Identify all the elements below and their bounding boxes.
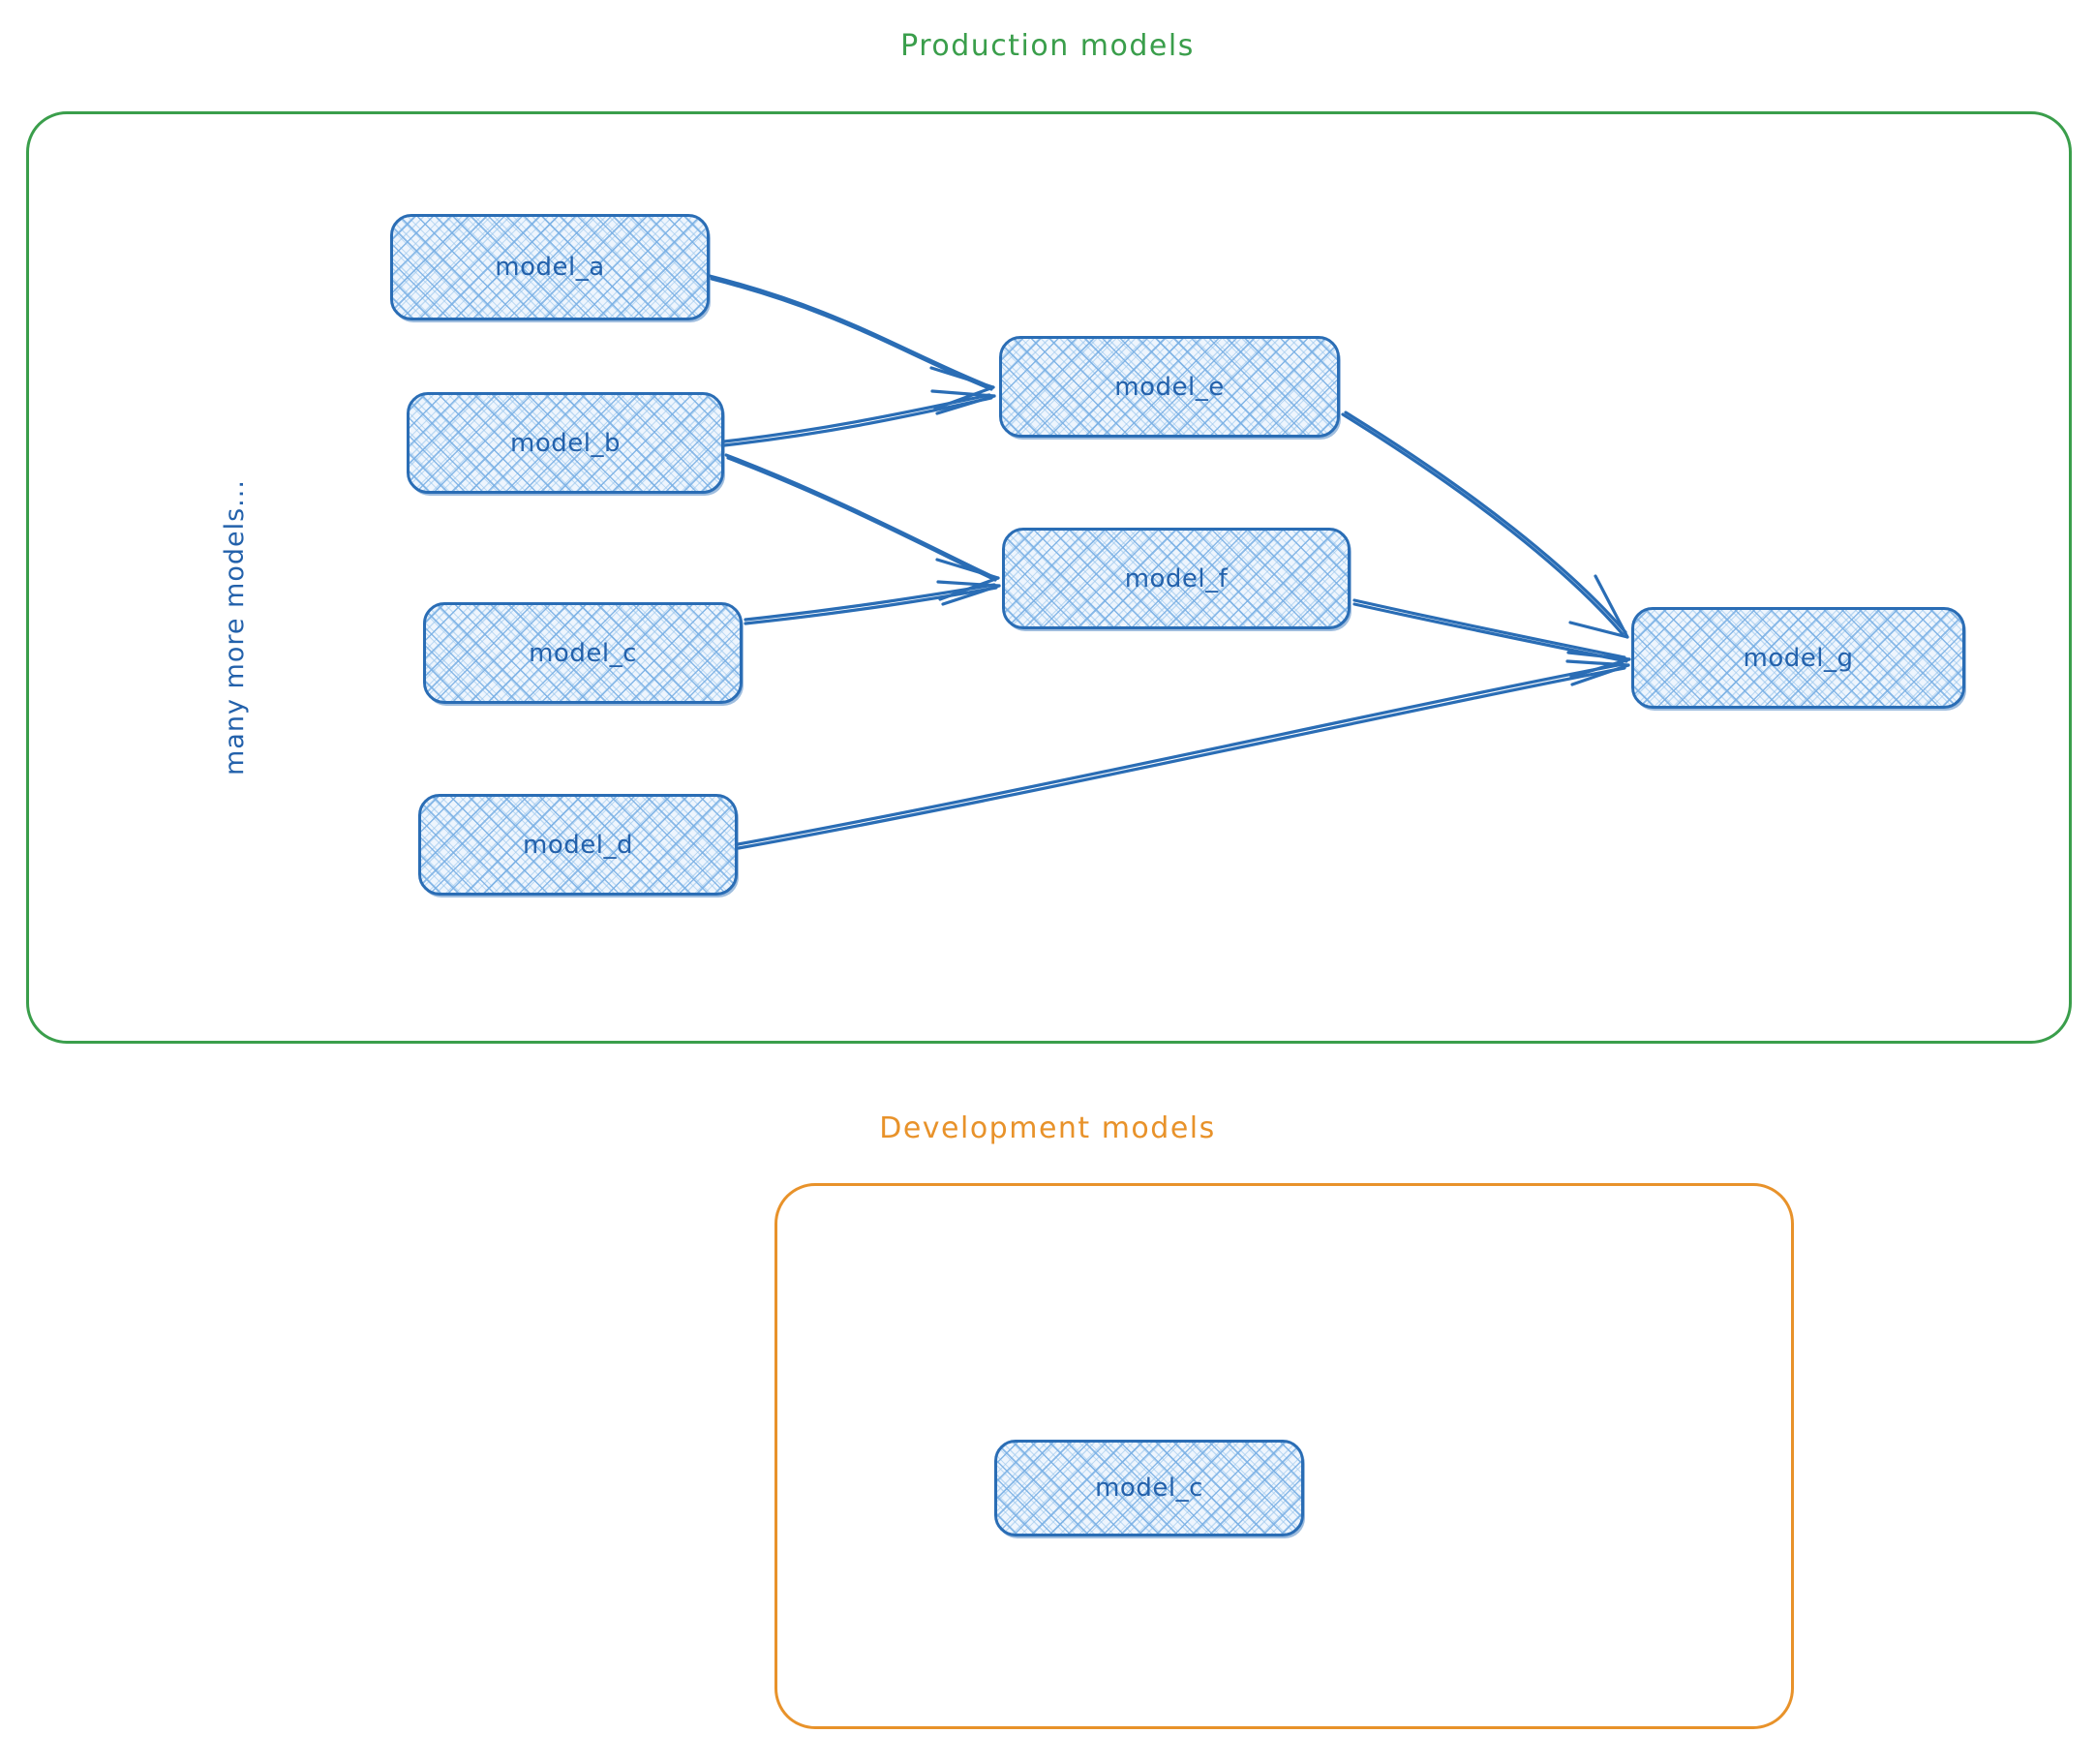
node-label-model_e: model_e [1114, 372, 1225, 402]
node-model_d[interactable]: model_d [418, 794, 738, 896]
node-model_c-dev[interactable]: model_c [994, 1440, 1304, 1536]
node-model_g[interactable]: model_g [1631, 607, 1965, 709]
node-label-model_g: model_g [1743, 643, 1854, 673]
group-label-development: Development models [879, 1111, 1216, 1145]
node-label-model_c: model_c [529, 638, 637, 668]
group-label-production: Production models [900, 29, 1195, 63]
node-label-model_d: model_d [523, 830, 633, 860]
node-label-model_a: model_a [495, 253, 605, 282]
node-model_c[interactable]: model_c [423, 602, 743, 704]
node-label-model_f: model_f [1124, 563, 1229, 593]
node-model_f[interactable]: model_f [1002, 528, 1351, 629]
annotation-many-more-models: many more models... [220, 479, 250, 776]
node-model_e[interactable]: model_e [999, 336, 1340, 438]
group-container-production [26, 111, 2072, 1044]
group-container-development [774, 1183, 1794, 1729]
node-model_b[interactable]: model_b [407, 392, 724, 494]
node-label-model_b: model_b [510, 428, 621, 458]
node-model_a[interactable]: model_a [390, 214, 710, 320]
node-label-model_c-dev: model_c [1095, 1474, 1203, 1503]
